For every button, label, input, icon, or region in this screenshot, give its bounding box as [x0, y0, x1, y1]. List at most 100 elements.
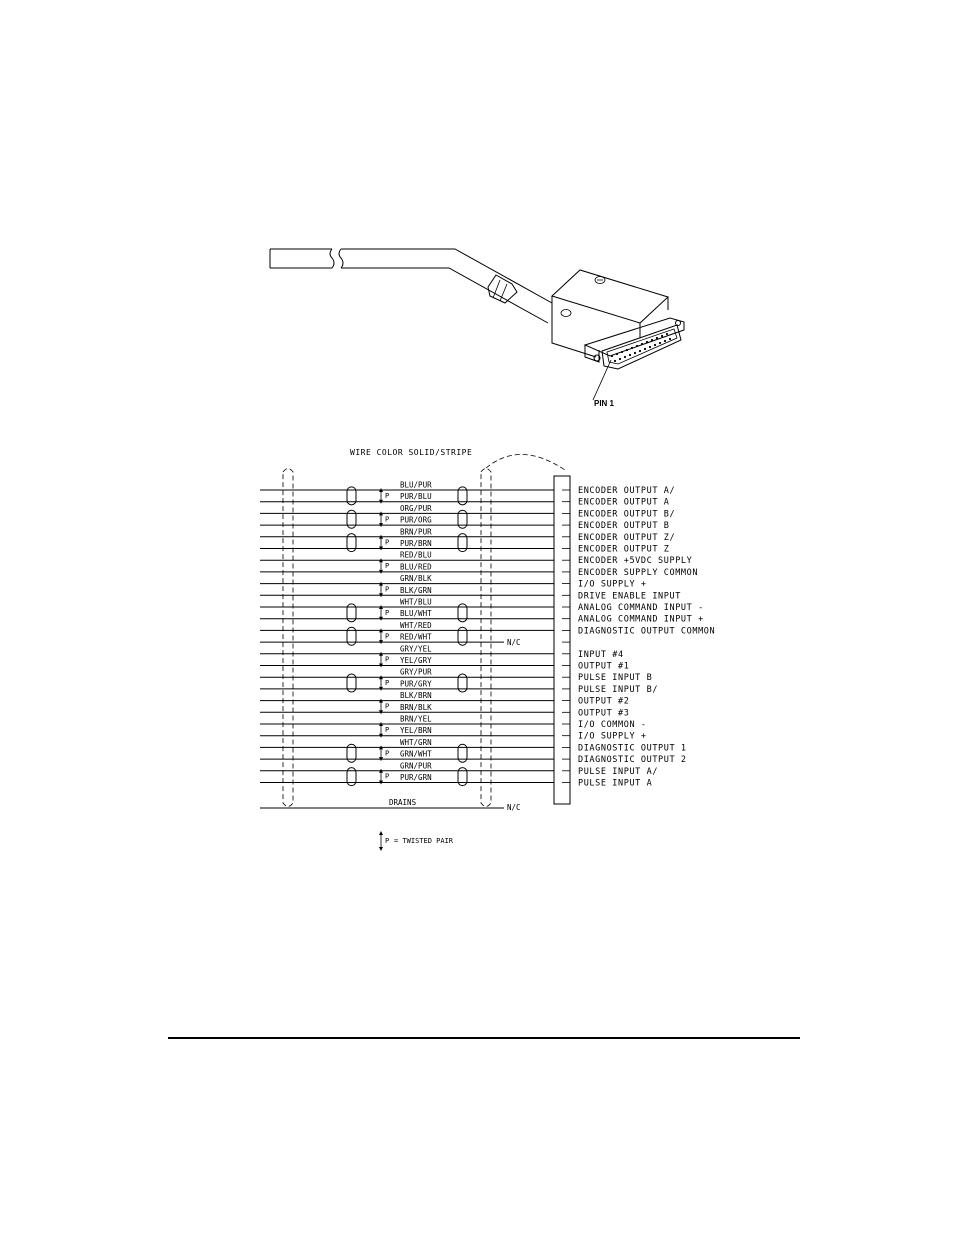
pair-shield-left [346, 673, 357, 693]
twisted-pair-legend: P = TWISTED PAIR [379, 831, 454, 851]
wire-color-label: GRN/WHT [400, 750, 432, 759]
signal-label: ANALOG COMMAND INPUT + [578, 615, 704, 625]
wire-color-label: RED/BLU [400, 551, 432, 560]
wire-color-label: WHT/GRN [400, 738, 432, 747]
signal-label: ENCODER SUPPLY COMMON [578, 568, 698, 578]
connector-illustration: PIN 1 [269, 248, 685, 408]
wire-color-label: BLU/PUR [400, 481, 432, 490]
pair-shield-left [346, 626, 357, 646]
wire-color-header: WIRE COLOR SOLID/STRIPE [350, 448, 472, 457]
wire-color-label: BLK/GRN [400, 586, 432, 595]
signal-label: INPUT #4 [578, 650, 624, 660]
wire-color-label: GRN/PUR [400, 761, 432, 770]
signal-label: PULSE INPUT B [578, 673, 652, 683]
signal-label: I/O SUPPLY + [578, 732, 647, 742]
connector-block [553, 475, 571, 805]
signal-label: ENCODER +5VDC SUPPLY [578, 556, 692, 566]
signal-label: ENCODER OUTPUT A [578, 498, 669, 508]
signal-label: DIAGNOSTIC OUTPUT COMMON [578, 626, 715, 636]
wire-color-label: PUR/GRN [400, 773, 432, 782]
wire-color-label: BLU/WHT [400, 609, 432, 618]
pair-shield-right [457, 767, 468, 787]
wire-color-label: BLK/BRN [400, 691, 432, 700]
wire-color-label: BLU/RED [400, 562, 432, 571]
wire-color-label: BRN/YEL [400, 715, 432, 724]
pair-marker-label: P [385, 562, 389, 570]
signal-label: OUTPUT #3 [578, 708, 629, 718]
pair-marker-label: P [385, 609, 389, 617]
pair-shield-right [457, 486, 468, 506]
signal-label: ENCODER OUTPUT Z/ [578, 533, 675, 543]
signal-label: PULSE INPUT A [578, 779, 652, 789]
pair-marker-label: P [385, 726, 389, 734]
left-shield [282, 468, 294, 807]
wire-color-label: GRN/BLK [400, 574, 432, 583]
pair-marker-label: P [385, 702, 389, 710]
wire-color-label: PUR/BRN [400, 539, 432, 548]
signal-label: I/O COMMON - [578, 720, 647, 730]
pair-marker-label: P [385, 749, 389, 757]
signal-label: ENCODER OUTPUT A/ [578, 486, 675, 496]
wire-color-label: BRN/PUR [400, 527, 432, 536]
legend-text: = TWISTED PAIR [394, 837, 454, 845]
wiring-diagram: WIRE COLOR SOLID/STRIPE BLU/PUR ENCODER O… [260, 448, 715, 851]
wire-rows: BLU/PUR ENCODER OUTPUT A/P PUR/BLU ENCODER … [260, 481, 715, 789]
pin-1-label: PIN 1 [594, 399, 615, 408]
pair-shield-right [457, 603, 468, 623]
pair-marker-label: P [385, 492, 389, 500]
connector-pins [610, 332, 672, 363]
signal-label: ANALOG COMMAND INPUT - [578, 603, 704, 613]
shield-arc [485, 454, 566, 471]
twisted-pair-marker: P [379, 605, 389, 621]
pair-shield-right [457, 533, 468, 553]
pair-marker-label: P [385, 656, 389, 664]
wire-color-label: BRN/BLK [400, 703, 432, 712]
pair-shield-left [346, 767, 357, 787]
pair-shield-right [457, 509, 468, 529]
wire-color-label: ORG/PUR [400, 504, 432, 513]
wire-color-label: PUR/GRY [400, 679, 432, 688]
twisted-pair-marker: P [379, 558, 389, 574]
signal-label: ENCODER OUTPUT Z [578, 545, 669, 555]
pair-marker-label: P [385, 515, 389, 523]
wire-color-label: RED/WHT [400, 633, 432, 642]
nc-label: N/C [507, 638, 521, 647]
pair-shield-left [346, 533, 357, 553]
wire-color-label: PUR/BLU [400, 492, 432, 501]
pair-marker-label: P [385, 773, 389, 781]
drains-label: DRAINS [389, 798, 417, 807]
right-shield [480, 468, 492, 807]
pair-marker-label: P [385, 679, 389, 687]
pair-marker-label: P [385, 585, 389, 593]
signal-label: DIAGNOSTIC OUTPUT 1 [578, 743, 687, 753]
signal-label: PULSE INPUT A/ [578, 767, 658, 777]
wire-color-label: WHT/RED [400, 621, 432, 630]
wire-color-label: WHT/BLU [400, 598, 432, 607]
legend-marker: P [385, 837, 389, 845]
signal-label: PULSE INPUT B/ [578, 685, 658, 695]
signal-label: OUTPUT #1 [578, 662, 629, 672]
wire-color-label: GRY/YEL [400, 644, 432, 653]
signal-label: I/O SUPPLY + [578, 580, 647, 590]
signal-label: OUTPUT #2 [578, 697, 629, 707]
signal-label: DIAGNOSTIC OUTPUT 2 [578, 755, 687, 765]
pair-marker-label: P [385, 632, 389, 640]
wire-color-label: PUR/ORG [400, 516, 432, 525]
wire-color-label: YEL/GRY [400, 656, 432, 665]
pair-shield-left [346, 603, 357, 623]
signal-label: ENCODER OUTPUT B/ [578, 509, 675, 519]
connector-pin-ticks [562, 489, 570, 783]
pair-marker-label: P [385, 539, 389, 547]
drains-nc-label: N/C [507, 803, 521, 812]
pair-shield-right [457, 673, 468, 693]
signal-label: DRIVE ENABLE INPUT [578, 591, 681, 601]
signal-label: ENCODER OUTPUT B [578, 521, 669, 531]
pair-shield-left [346, 486, 357, 506]
pair-shield-left [346, 509, 357, 529]
pair-shield-right [457, 626, 468, 646]
wire-color-label: YEL/BRN [400, 726, 432, 735]
pair-shield-right [457, 743, 468, 763]
pair-shield-left [346, 743, 357, 763]
wire-color-label: GRY/PUR [400, 668, 432, 677]
